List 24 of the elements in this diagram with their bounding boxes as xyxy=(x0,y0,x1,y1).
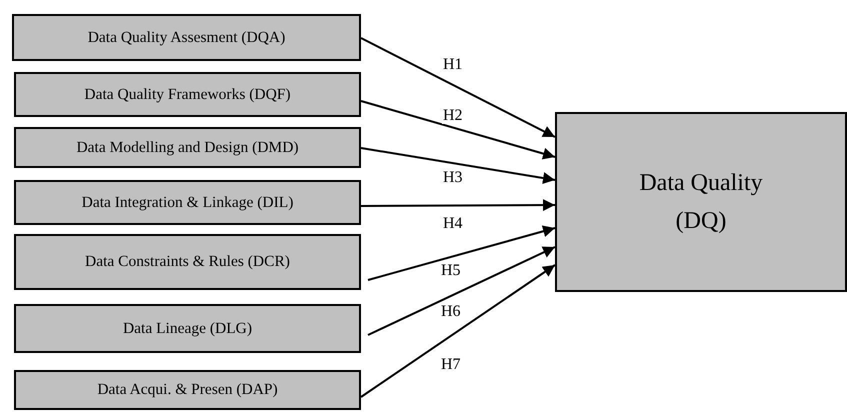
arrow xyxy=(360,147,556,184)
outcome-box xyxy=(555,112,847,292)
node-label: Data Constraints & Rules (DCR) xyxy=(85,253,290,271)
node-label: Data Quality Frameworks (DQF) xyxy=(84,86,291,104)
edge-label: H2 xyxy=(442,108,464,124)
factor-box xyxy=(14,370,361,410)
node-label: Data Integration & Linkage (DIL) xyxy=(82,194,294,212)
arrow xyxy=(368,225,556,281)
arrow xyxy=(360,100,556,160)
node-label: Data Acqui. & Presen (DAP) xyxy=(97,381,278,399)
factor-box xyxy=(14,304,361,353)
factor-box xyxy=(14,127,361,168)
factor-box xyxy=(14,180,361,225)
arrow xyxy=(361,199,555,212)
factor-box xyxy=(12,14,361,61)
node-label: Data Quality (DQ) xyxy=(638,168,764,236)
arrow xyxy=(368,246,556,336)
node-label: Data Quality Assesment (DQA) xyxy=(88,28,286,46)
factor-box xyxy=(14,72,361,117)
arrow xyxy=(360,37,556,138)
node-label: Data Modelling and Design (DMD) xyxy=(76,138,299,156)
factor-box xyxy=(14,234,361,290)
arrow xyxy=(360,264,556,398)
node-label: Data Lineage (DLG) xyxy=(122,320,252,338)
